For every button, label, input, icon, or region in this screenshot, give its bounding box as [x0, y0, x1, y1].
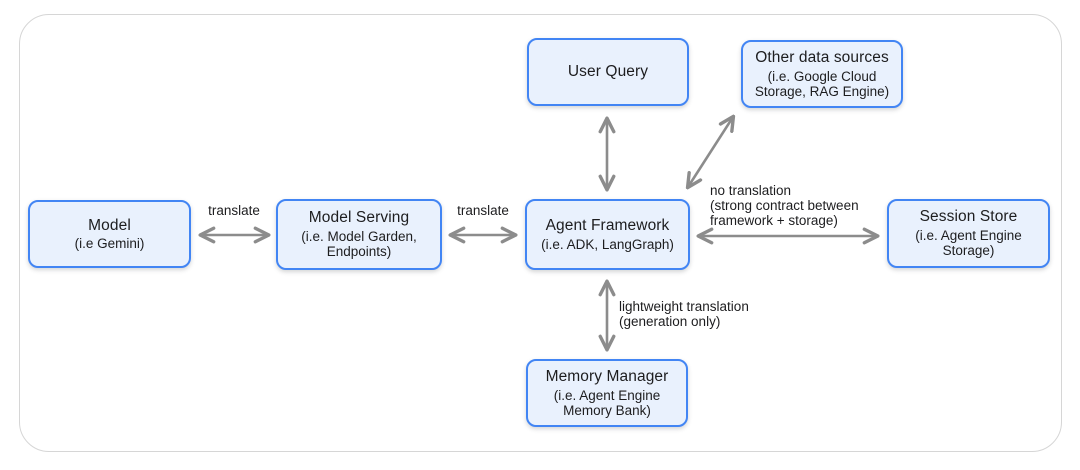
edge-label-lightweight-translation: lightweight translation (generation only… — [619, 299, 749, 329]
edge-label-no-translation: no translation (strong contract between … — [710, 183, 859, 228]
node-model-serving-title: Model Serving — [308, 209, 410, 227]
node-other-data-sources: Other data sources (i.e. Google Cloud St… — [741, 40, 903, 108]
node-other-data-sources-title: Other data sources — [755, 48, 889, 66]
edge-label-lightweight-line1: lightweight translation — [619, 299, 749, 314]
node-model: Model (i.e Gemini) — [28, 200, 191, 268]
edge-label-translate-right: translate — [457, 203, 509, 218]
node-session-store-title: Session Store — [919, 208, 1018, 226]
node-agent-framework-title: Agent Framework — [545, 217, 670, 235]
node-agent-framework-subtitle: (i.e. ADK, LangGraph) — [541, 236, 674, 252]
node-model-title: Model — [88, 216, 131, 234]
node-session-store: Session Store (i.e. Agent Engine Storage… — [887, 199, 1050, 268]
node-other-data-sources-subtitle: (i.e. Google Cloud Storage, RAG Engine) — [754, 68, 890, 99]
node-model-serving-subtitle: (i.e. Model Garden, Endpoints) — [301, 229, 417, 260]
node-memory-manager: Memory Manager (i.e. Agent Engine Memory… — [526, 359, 688, 427]
node-model-serving: Model Serving (i.e. Model Garden, Endpoi… — [276, 199, 442, 270]
edge-label-no-translation-line2: (strong contract between — [710, 198, 859, 213]
node-memory-manager-subtitle: (i.e. Agent Engine Memory Bank) — [553, 387, 661, 418]
edge-label-lightweight-line2: (generation only) — [619, 314, 721, 329]
edge-label-translate-left: translate — [208, 203, 260, 218]
node-session-store-subtitle: (i.e. Agent Engine Storage) — [915, 228, 1022, 259]
edge-label-no-translation-line3: framework + storage) — [710, 213, 838, 228]
node-user-query: User Query — [527, 38, 689, 106]
edge-label-no-translation-line1: no translation — [710, 183, 792, 198]
node-agent-framework: Agent Framework (i.e. ADK, LangGraph) — [525, 199, 690, 270]
node-model-subtitle: (i.e Gemini) — [74, 236, 145, 252]
node-memory-manager-title: Memory Manager — [545, 367, 669, 385]
node-user-query-title: User Query — [567, 63, 649, 81]
